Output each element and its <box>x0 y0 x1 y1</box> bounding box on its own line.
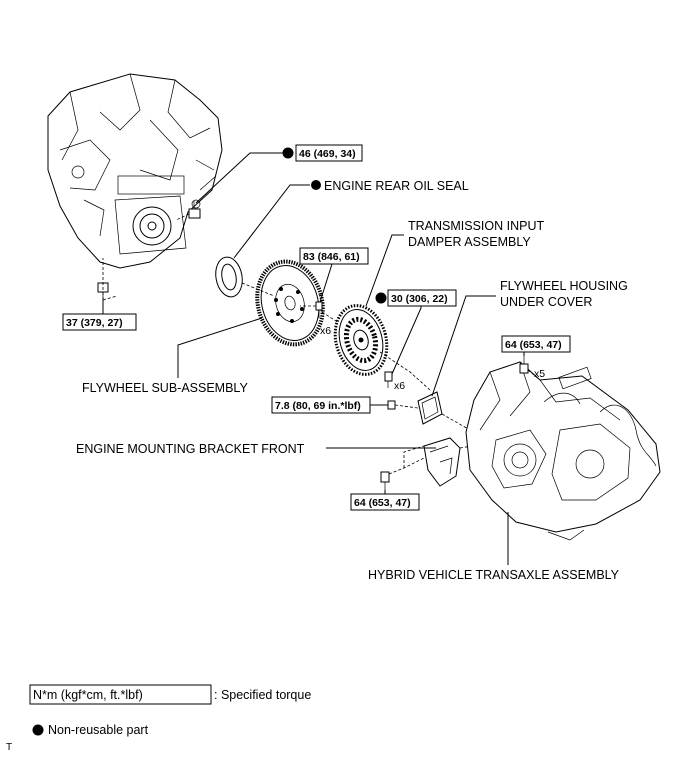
multiplier-damper-bolt: x6 <box>394 380 405 392</box>
transmission-input-damper-part <box>333 304 389 376</box>
label-engine-mounting-bracket-front: ENGINE MOUNTING BRACKET FRONT <box>76 442 305 456</box>
engine-bolt-bottom-dashline <box>102 258 118 301</box>
label-engine-rear-oil-seal: ENGINE REAR OIL SEAL <box>324 179 469 193</box>
leader-engine-bolt-top <box>195 152 288 204</box>
legend-torque-desc: : Specified torque <box>214 688 311 702</box>
torque-box-damper-bolt <box>387 289 457 307</box>
torque-damper-bolt: 30 (306, 22) <box>391 293 448 305</box>
legend-non-reusable-dot <box>32 724 44 736</box>
leader-flywheel <box>177 317 263 378</box>
engine-bolt-top-dashline <box>175 213 190 221</box>
engine-illustration <box>47 73 223 269</box>
torque-flywheel-bolt: 83 (846, 61) <box>303 251 360 263</box>
leader-oil-seal <box>233 184 310 259</box>
engine-rear-oil-seal-part <box>215 256 243 298</box>
multiplier-transaxle-bolt-top: x5 <box>534 368 545 380</box>
label-flywheel-sub-assembly: FLYWHEEL SUB-ASSEMBLY <box>82 381 248 395</box>
engine-bolt-top <box>188 201 201 219</box>
under-cover-dashline <box>394 404 471 431</box>
legend-non-reusable-text: Non-reusable part <box>48 723 149 737</box>
leader-under-cover <box>431 295 496 397</box>
transaxle-bolt-dashline <box>527 369 541 381</box>
under-cover-bolt <box>387 400 396 410</box>
label-transmission-input-damper-line2: DAMPER ASSEMBLY <box>408 235 531 249</box>
label-hybrid-vehicle-transaxle-assembly: HYBRID VEHICLE TRANSAXLE ASSEMBLY <box>368 568 620 582</box>
torque-bracket-bolt: 64 (653, 47) <box>354 497 411 509</box>
bracket-bolt <box>380 471 390 490</box>
label-flywheel-housing-under-cover-line2: UNDER COVER <box>500 295 592 309</box>
engine-mounting-bracket-front-part <box>423 437 461 487</box>
torque-box-flywheel-bolt <box>299 247 369 265</box>
label-transmission-input-damper-line1: TRANSMISSION INPUT <box>408 219 544 233</box>
legend-torque-units: N*m (kgf*cm, ft.*lbf) <box>33 688 143 702</box>
non-reusable-dot-engine-bolt <box>282 147 294 159</box>
torque-box-bracket-bolt <box>350 493 420 511</box>
non-reusable-dot-damper-bolt <box>375 292 387 304</box>
damper-bolt <box>384 371 393 388</box>
non-reusable-dot-oil-seal <box>311 180 321 190</box>
hybrid-vehicle-transaxle-part <box>465 361 661 541</box>
torque-transaxle-bolt-top: 64 (653, 47) <box>505 339 562 351</box>
legend-torque-box <box>29 684 212 705</box>
transaxle-bolt-top <box>519 356 529 374</box>
flywheel-housing-under-cover-part <box>417 391 443 425</box>
torque-box-transaxle-bolt-top <box>501 335 571 353</box>
damper-axis-dashline <box>379 351 431 391</box>
label-flywheel-housing-under-cover-line1: FLYWHEEL HOUSING <box>500 279 628 293</box>
torque-box-engine-bolt-top <box>295 144 363 162</box>
torque-box-under-cover-bolt <box>271 396 371 414</box>
leader-flywheel-bolt <box>319 263 333 303</box>
torque-engine-bolt-top: 46 (469, 34) <box>299 148 356 160</box>
multiplier-flywheel-bolt: x6 <box>320 325 331 337</box>
flywheel-part <box>255 259 325 347</box>
torque-engine-bolt-bottom: 37 (379, 27) <box>66 317 123 329</box>
footer-code: T <box>6 742 12 753</box>
torque-box-engine-bolt-bottom <box>62 313 137 331</box>
leader-damper-bolt <box>391 306 422 375</box>
torque-under-cover-bolt: 7.8 (80, 69 in.*lbf) <box>275 400 361 412</box>
leader-damper <box>365 234 404 307</box>
